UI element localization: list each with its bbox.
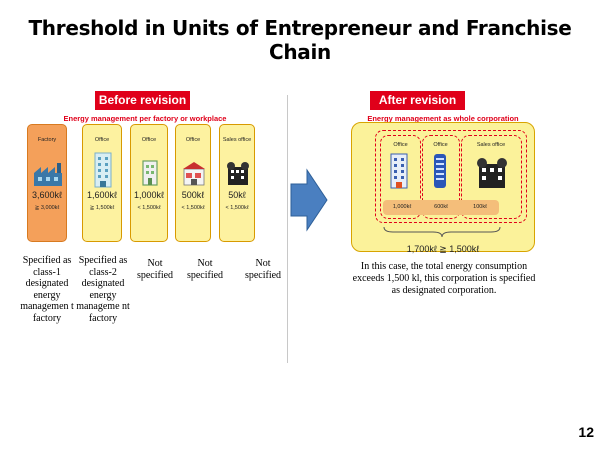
card-value: 1,000kℓ bbox=[134, 190, 164, 200]
after-revision-header: After revision bbox=[370, 91, 465, 110]
unit-value: 100kℓ bbox=[473, 204, 487, 210]
card-value: 1,600kℓ bbox=[87, 190, 117, 200]
card-threshold: ≧ 1,500kℓ bbox=[89, 205, 115, 211]
card-title: Office bbox=[94, 137, 110, 143]
card-title: Factory bbox=[37, 137, 57, 143]
sales-office-icon bbox=[477, 158, 507, 188]
tower-building-icon bbox=[434, 154, 446, 188]
office-1-description: Specified as class-2 designated energy m… bbox=[76, 255, 130, 324]
card-threshold: < 1,500kℓ bbox=[181, 205, 205, 211]
unit-title: Office bbox=[433, 142, 448, 148]
card-value: 50kℓ bbox=[228, 190, 246, 200]
page-number: 12 bbox=[578, 424, 594, 440]
office-card-1: Office 1,600kℓ ≧ 1,500kℓ bbox=[82, 124, 122, 242]
card-value: 3,600kℓ bbox=[32, 190, 62, 200]
card-title: Office bbox=[141, 137, 157, 143]
office-building-icon bbox=[94, 152, 112, 188]
card-threshold: ≧ 3,000kℓ bbox=[34, 205, 60, 211]
unit-title: Sales office bbox=[476, 142, 506, 148]
card-threshold: < 1,500kℓ bbox=[225, 205, 249, 211]
unit-values-bar bbox=[383, 200, 499, 215]
sales-office-card: Sales office 50kℓ < 1,500kℓ bbox=[219, 124, 255, 242]
sales-office-description: Not specified bbox=[244, 258, 282, 281]
office-card-3: Office 500kℓ < 1,500kℓ bbox=[175, 124, 211, 242]
sales-office-icon bbox=[227, 162, 249, 185]
office-3-description: Not specified bbox=[186, 258, 224, 281]
after-description: In this case, the total energy consumpti… bbox=[352, 261, 536, 296]
small-building-icon bbox=[142, 160, 158, 186]
card-title: Office bbox=[185, 137, 201, 143]
section-divider bbox=[287, 95, 288, 363]
office-unit-outline-1 bbox=[380, 135, 421, 219]
unit-title: Office bbox=[393, 142, 408, 148]
before-revision-caption: Energy management per factory or workpla… bbox=[63, 114, 227, 123]
office-2-description: Not specified bbox=[136, 258, 174, 281]
card-value: 500kℓ bbox=[181, 190, 205, 200]
total-consumption: 1,700kℓ ≧ 1,500kℓ bbox=[406, 244, 480, 254]
factory-card: Factory 3,600kℓ ≧ 3,000kℓ bbox=[27, 124, 67, 242]
page-title: Threshold in Units of Entrepreneur and F… bbox=[28, 16, 572, 64]
shop-icon bbox=[183, 162, 205, 186]
after-revision-caption: Energy management as whole corporation bbox=[367, 114, 519, 123]
factory-description: Specified as class-1 designated energy m… bbox=[20, 255, 74, 324]
office-unit-outline-2 bbox=[422, 135, 460, 219]
factory-icon bbox=[34, 163, 62, 186]
office-card-2: Office 1,000kℓ < 1,500kℓ bbox=[130, 124, 168, 242]
office-building-icon bbox=[390, 153, 408, 189]
right-arrow-icon bbox=[290, 168, 328, 232]
card-threshold: < 1,500kℓ bbox=[137, 205, 161, 211]
unit-value: 600kℓ bbox=[434, 204, 448, 210]
corporation-outline bbox=[375, 130, 527, 223]
unit-value: 1,000kℓ bbox=[392, 204, 412, 210]
card-title: Sales office bbox=[222, 137, 252, 143]
before-revision-header: Before revision bbox=[95, 91, 190, 110]
total-brace bbox=[383, 226, 501, 238]
sales-unit-outline bbox=[461, 135, 522, 219]
